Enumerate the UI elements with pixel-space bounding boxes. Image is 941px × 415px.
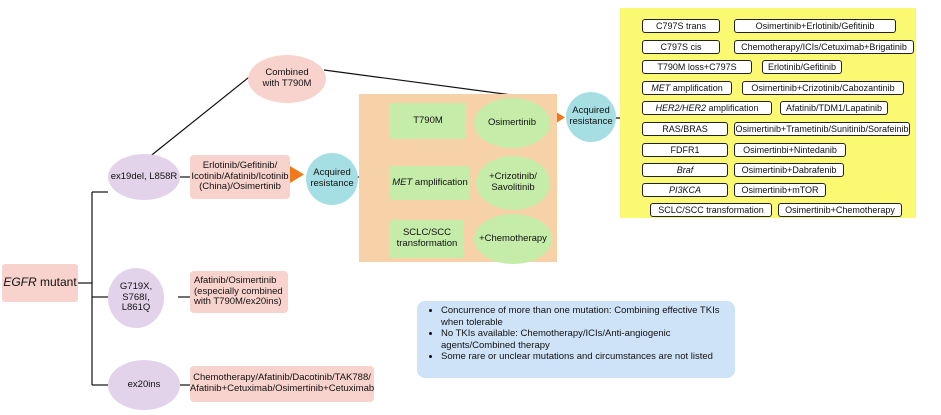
mutation-ex20ins: ex20ins bbox=[108, 360, 180, 410]
yellow-mechanism-t790m-loss-c797s: T790M loss+C797S bbox=[642, 60, 752, 74]
yellow-treatment-met: Osimertinib+Crizotinib/Cabozantinib bbox=[742, 81, 904, 95]
met-label: MET bbox=[392, 176, 413, 188]
root-gene: EGFR bbox=[3, 275, 37, 290]
mutation-ex19del-l858r: ex19del, L858R bbox=[108, 154, 180, 200]
notes-box: Concurrence of more than one mutation: C… bbox=[417, 301, 735, 378]
notes-list: Concurrence of more than one mutation: C… bbox=[425, 305, 727, 363]
yellow-mechanism-c797s-cis: C797S cis bbox=[642, 40, 720, 54]
yellow-treatment-c797s-cis: Chemotherapy/ICIs/Cetuximab+Brigatinib bbox=[734, 40, 914, 54]
note-item: Concurrence of more than one mutation: C… bbox=[441, 305, 727, 328]
yellow-mechanism-ras-bras: RAS/BRAS bbox=[642, 122, 728, 136]
yellow-mechanism-c797s-trans: C797S trans bbox=[642, 19, 720, 33]
yellow-met-label: MET bbox=[651, 83, 671, 93]
note-item: No TKIs available: Chemotherapy/ICIs/Ant… bbox=[441, 328, 727, 351]
combined-t790m: Combined with T790M bbox=[248, 55, 326, 103]
mechanism-t790m: T790M bbox=[390, 103, 466, 139]
yellow-her2-label: HER2/HER2 bbox=[655, 103, 706, 113]
treatment-osimertinib: Osimertinib bbox=[474, 98, 550, 148]
acquired-resistance-second: Acquired resistance bbox=[566, 92, 616, 142]
yellow-mechanism-her2-amplification: HER2/HER2 amplification bbox=[642, 101, 772, 115]
root-egfr-mutant: EGFR mutant bbox=[2, 264, 78, 302]
yellow-met-suffix: amplification bbox=[670, 83, 723, 93]
yellow-treatment-t790m-loss: Erlotinib/Gefitinib bbox=[762, 60, 842, 74]
mechanism-met-amplification: MET amplification bbox=[390, 166, 470, 200]
yellow-pi3kca-label: PI3KCA bbox=[668, 185, 701, 195]
yellow-mechanism-fdfr1: FDFR1 bbox=[642, 143, 728, 157]
yellow-treatment-fdfr1: Osimertinbi+Nintedanib bbox=[734, 143, 846, 157]
note-item: Some rare or unclear mutations and circu… bbox=[441, 351, 727, 363]
mechanism-sclc-scc-transformation: SCLC/SCC transformation bbox=[390, 220, 464, 258]
yellow-her2-suffix: amplification bbox=[705, 103, 759, 113]
yellow-mechanism-sclc-scc: SCLC/SCC transformation bbox=[650, 203, 772, 217]
treatment-ex20ins: Chemotherapy/Afatinib/Dacotinib/TAK788/ … bbox=[190, 366, 374, 402]
root-suffix: mutant bbox=[36, 275, 77, 290]
yellow-mechanism-met-amplification: MET amplification bbox=[642, 81, 732, 95]
treatment-chemotherapy: +Chemotherapy bbox=[474, 214, 552, 264]
yellow-treatment-c797s-trans: Osimertinib+Erlotinib/Gefitinib bbox=[734, 19, 896, 33]
yellow-treatment-her2: Afatinib/TDM1/Lapatinib bbox=[780, 101, 888, 115]
treatment-crizotinib-savolitinib: +Crizotinib/ Savolitinib bbox=[476, 156, 550, 210]
mutation-g719x-s768i-l861q: G719X, S768I, L861Q bbox=[108, 268, 164, 328]
yellow-treatment-ras-bras: Osimertinib+Trametinib/Sunitinib/Sorafei… bbox=[734, 122, 910, 136]
met-suffix: amplification bbox=[412, 176, 468, 188]
yellow-treatment-sclc-scc: Osimertinib+Chemotherapy bbox=[778, 203, 902, 217]
acquired-resistance-first: Acquired resistance bbox=[306, 153, 358, 205]
yellow-braf-label: Braf bbox=[676, 165, 694, 175]
yellow-mechanism-braf: Braf bbox=[642, 163, 728, 177]
yellow-treatment-pi3kca: Osimertinib+mTOR bbox=[734, 183, 826, 197]
treatment-g719x: Afatinib/Osimertinib (especially combine… bbox=[190, 271, 288, 313]
treatment-ex19del: Erlotinib/Gefitinib/ Icotinib/Afatinib/I… bbox=[190, 155, 290, 199]
yellow-mechanism-pi3kca: PI3KCA bbox=[642, 183, 728, 197]
yellow-treatment-braf: Osimertinib+Dabrafenib bbox=[734, 163, 844, 177]
